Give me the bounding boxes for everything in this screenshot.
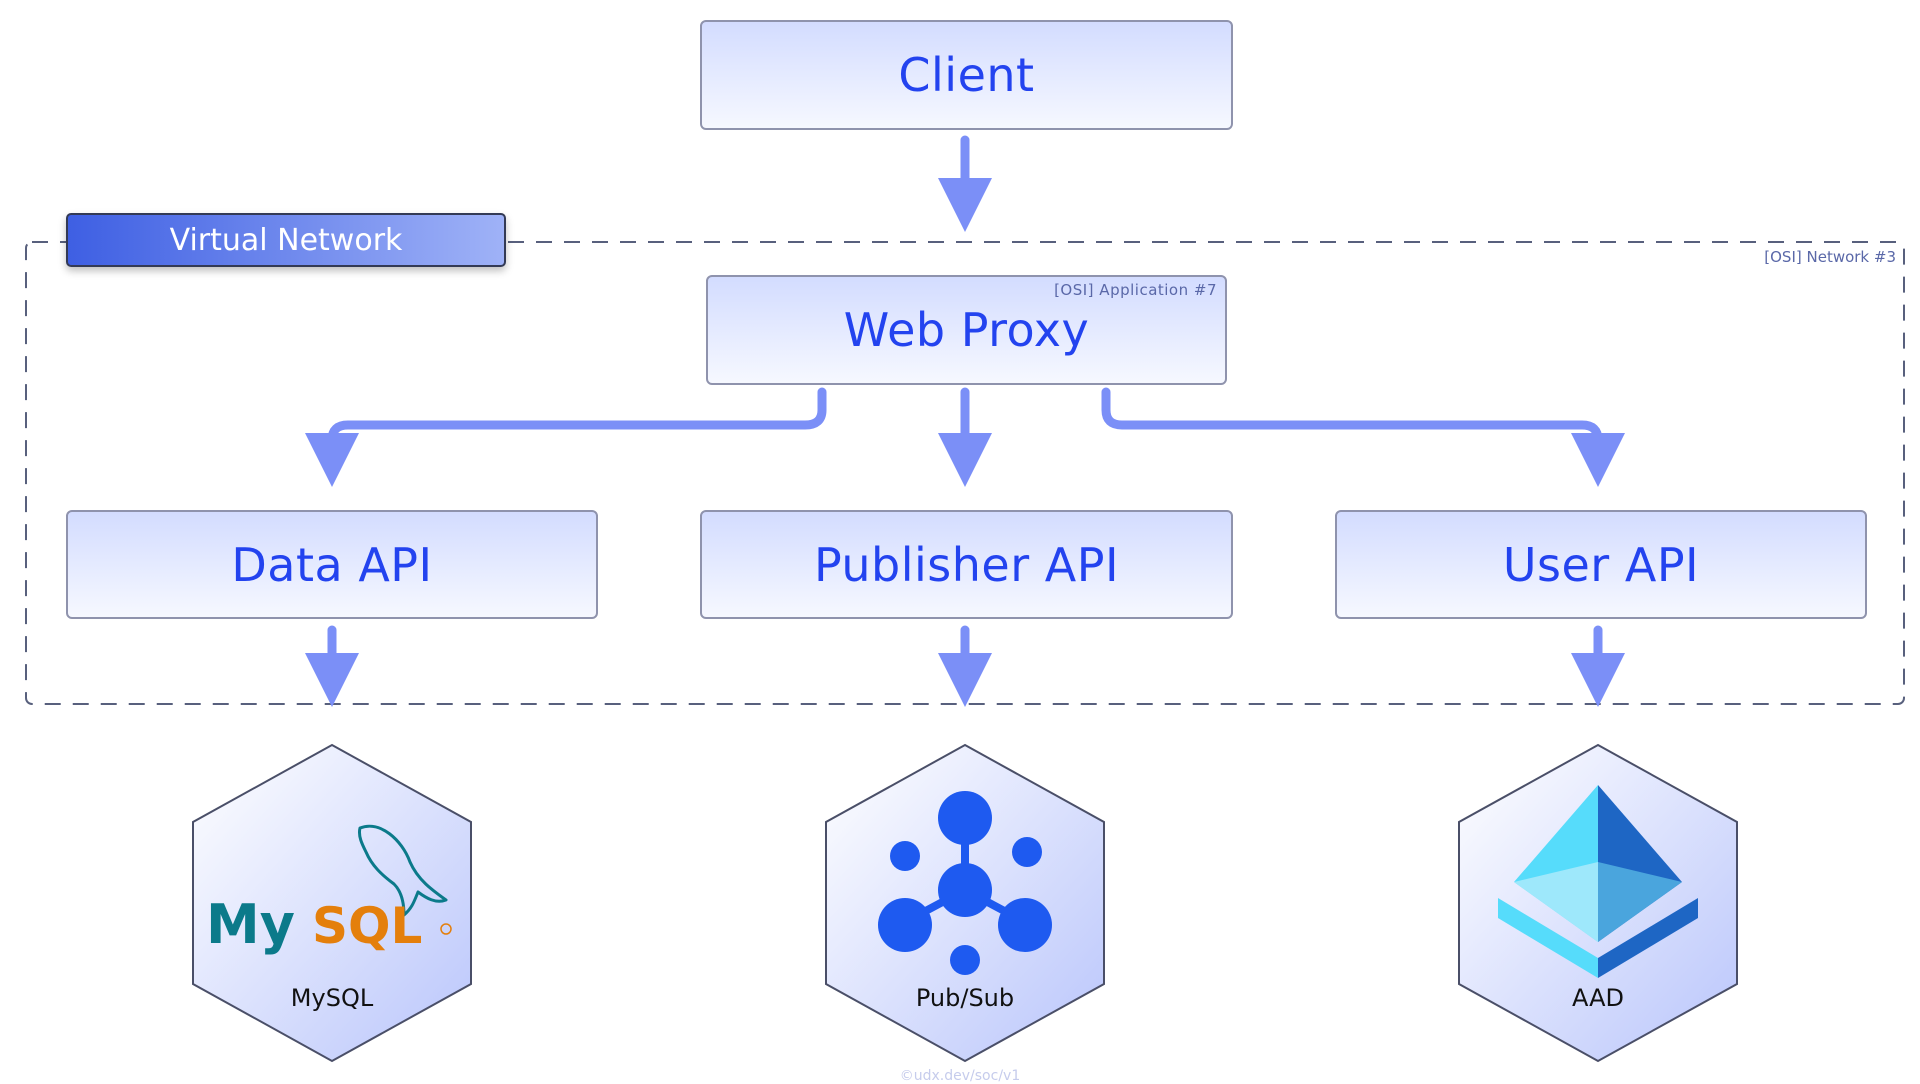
mysql-logo-icon: My SQL	[206, 824, 452, 956]
application-osi-tag: [OSI] Application #7	[1054, 281, 1217, 299]
data-api-node[interactable]: Data API	[66, 510, 598, 619]
arrow-proxy-to-user-api	[1101, 387, 1625, 487]
virtual-network-boundary	[25, 241, 1905, 705]
svg-text:My: My	[206, 893, 295, 956]
web-proxy-node[interactable]: Web Proxy [OSI] Application #7	[706, 275, 1227, 385]
user-api-node-label: User API	[1502, 537, 1700, 592]
client-node-label: Client	[898, 48, 1035, 102]
svg-text:SQL: SQL	[312, 897, 422, 955]
footer-credit: ©udx.dev/soc/v1	[899, 1068, 1021, 1084]
virtual-network-label: Virtual Network	[66, 213, 506, 267]
client-node[interactable]: Client	[700, 20, 1233, 130]
publisher-api-node[interactable]: Publisher API	[700, 510, 1233, 619]
pubsub-label: Pub/Sub	[915, 984, 1015, 1012]
pubsub-icon	[878, 791, 1052, 975]
aad-label: AAD	[1572, 984, 1624, 1012]
aad-pyramid-icon	[1498, 785, 1698, 978]
network-osi-tag: [OSI] Network #3	[1764, 248, 1896, 266]
web-proxy-node-label: Web Proxy	[843, 303, 1090, 357]
mysql-label: MySQL	[290, 984, 374, 1012]
user-api-node[interactable]: User API	[1335, 510, 1867, 619]
publisher-api-node-label: Publisher API	[813, 537, 1120, 592]
data-api-node-label: Data API	[231, 537, 433, 592]
mysql-hexagon	[192, 743, 472, 1063]
arrow-proxy-to-data-api	[305, 387, 827, 487]
